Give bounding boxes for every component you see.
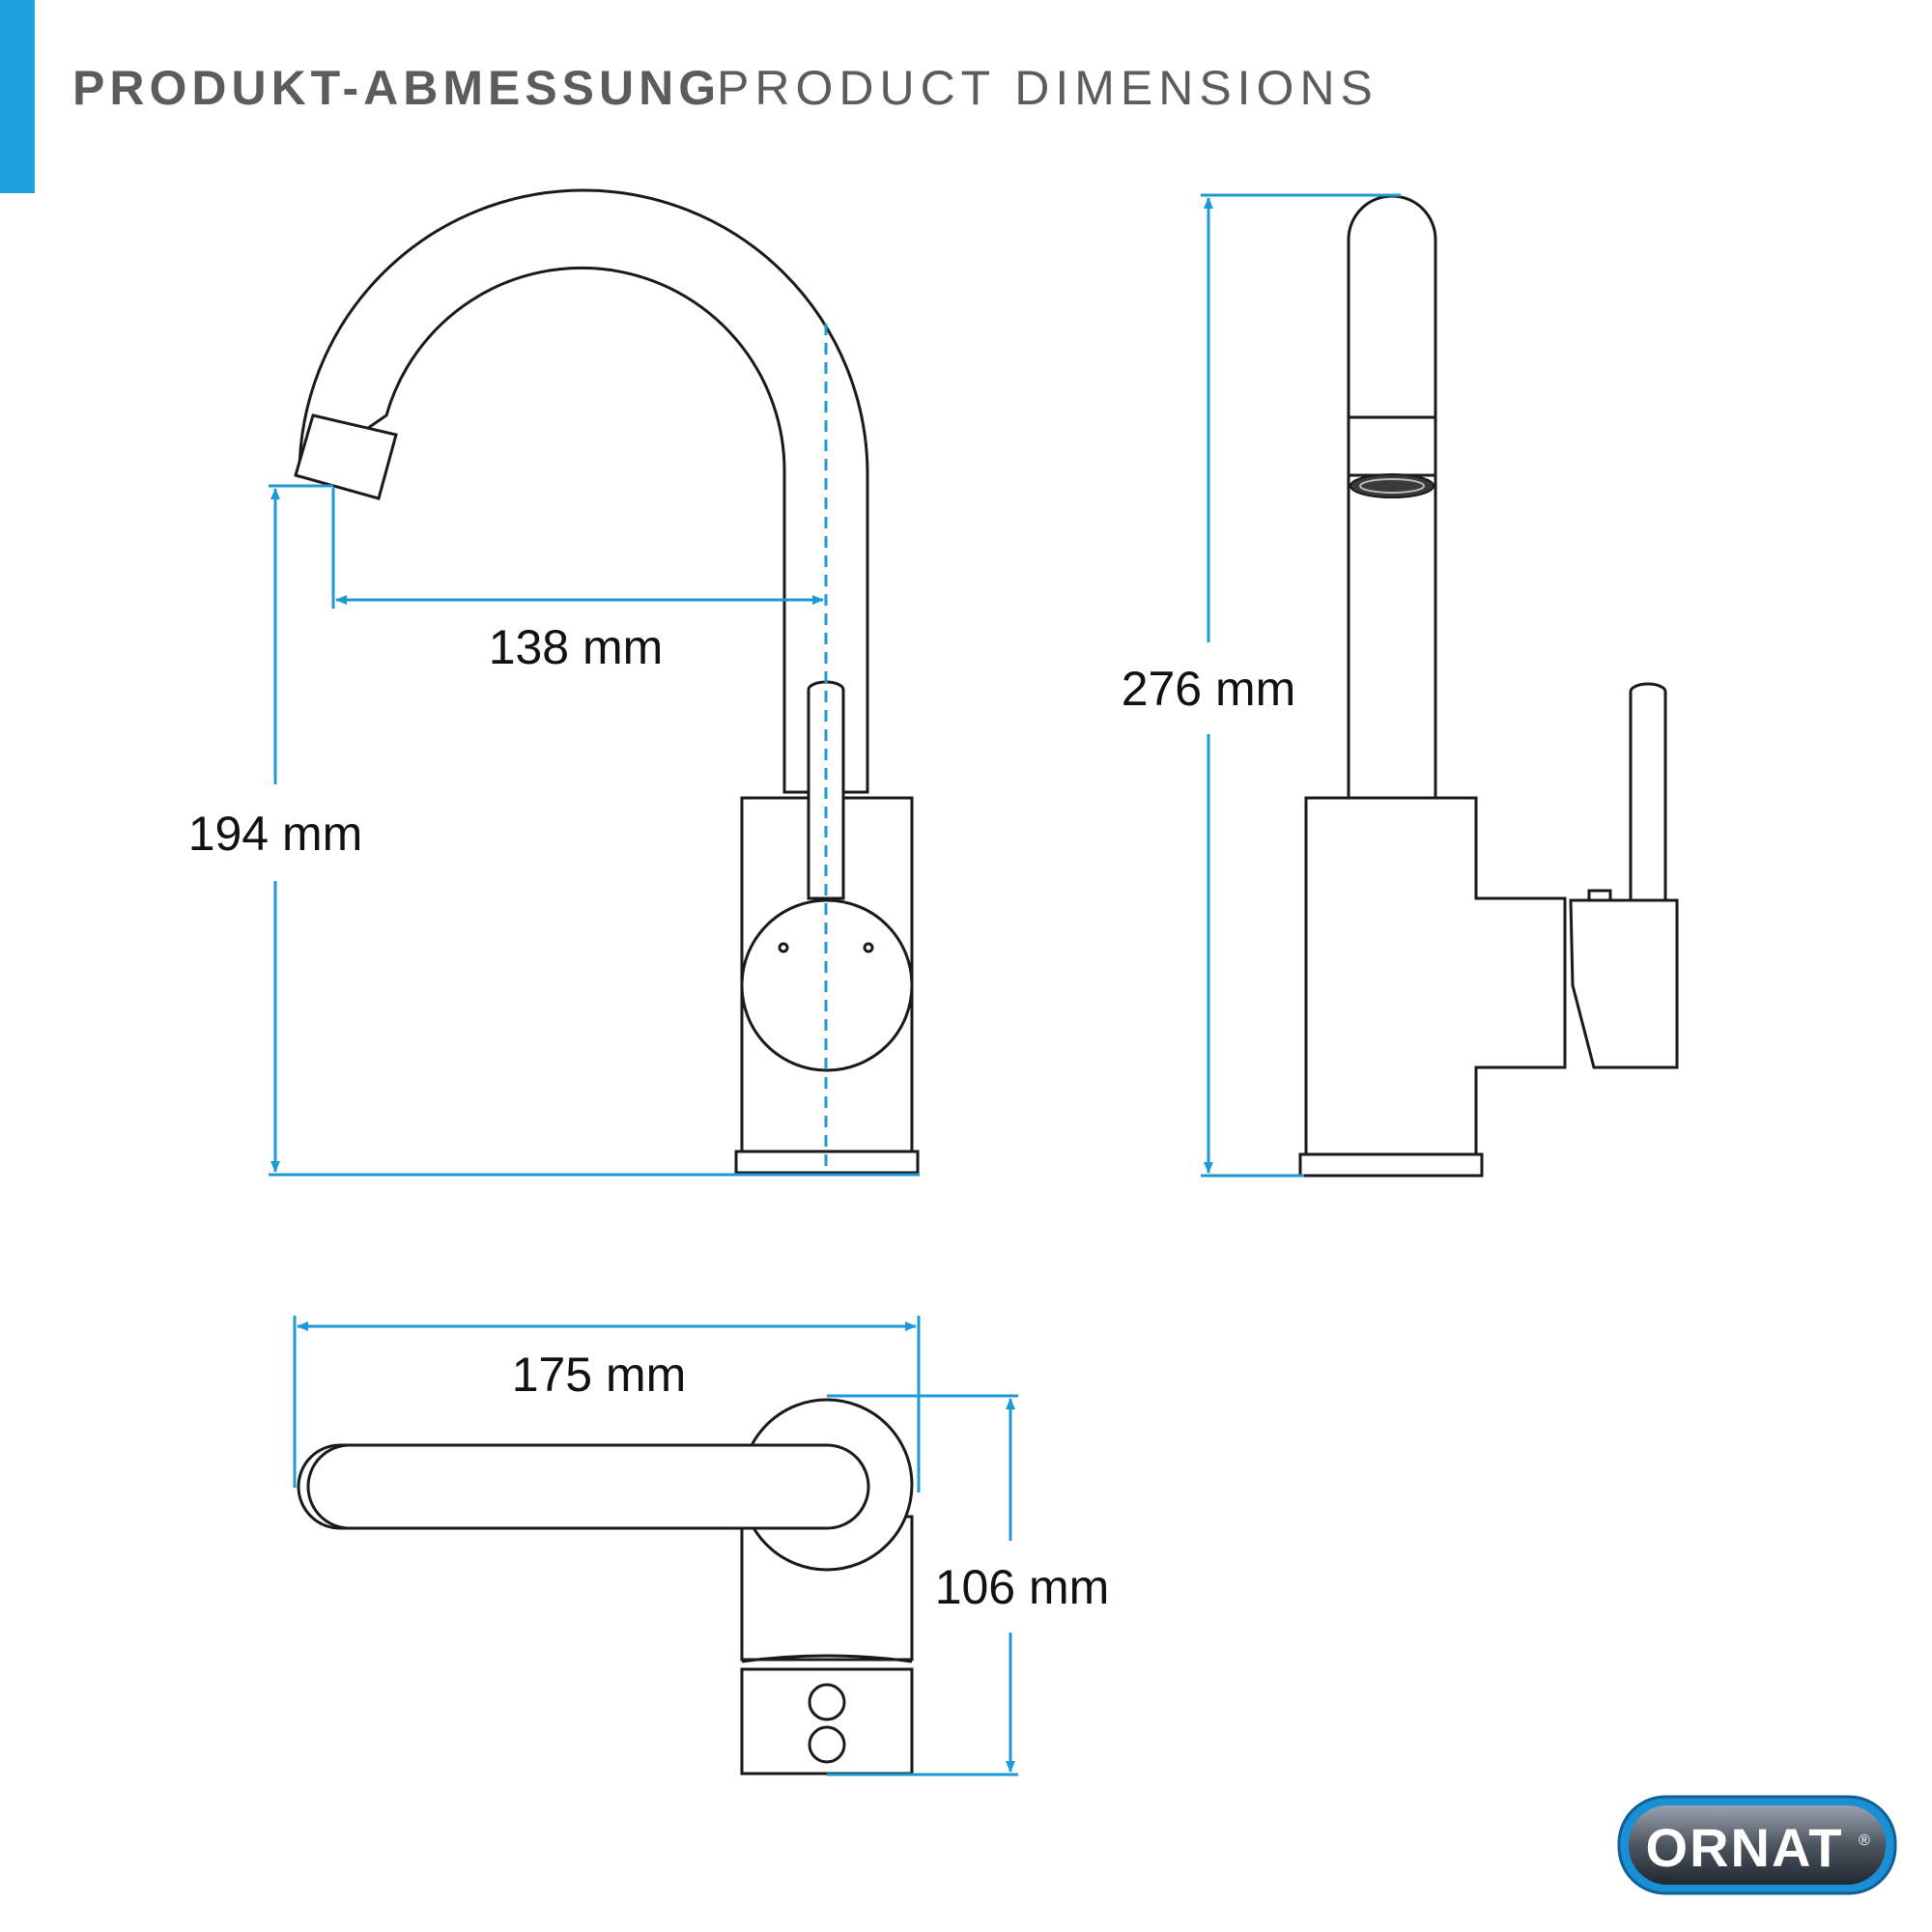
- side-lever-handle: [1569, 898, 1679, 1069]
- side-lever-stem: [1629, 682, 1667, 910]
- top-lever-tip: [306, 1443, 351, 1530]
- front-spout: [298, 188, 869, 794]
- reach-label: 138 mm: [489, 620, 664, 674]
- title-german: PRODUKT-ABMESSUNG: [72, 61, 722, 115]
- top-port-lower: [808, 1725, 846, 1764]
- front-screw-right: [863, 942, 874, 953]
- accent-bar: [0, 0, 35, 193]
- width-label: 106 mm: [935, 1560, 1110, 1614]
- top-view: 175 mm 106 mm: [293, 1316, 1110, 1776]
- total-height-label: 276 mm: [1122, 662, 1296, 716]
- top-cartridge-line: [741, 1654, 913, 1663]
- side-spout: [1347, 194, 1437, 804]
- front-screw-left: [778, 942, 789, 953]
- side-aerator-mesh: [1350, 473, 1435, 498]
- spout-height-label: 194 mm: [188, 807, 363, 861]
- ornat-logo: ORNAT ®: [1617, 1795, 1897, 1895]
- front-aerator: [294, 413, 398, 500]
- top-lever: [297, 1443, 870, 1530]
- logo-registered-mark: ®: [1859, 1833, 1870, 1849]
- depth-label: 175 mm: [512, 1348, 687, 1402]
- logo-text: ORNAT: [1646, 1817, 1844, 1878]
- top-port-upper: [808, 1683, 846, 1721]
- side-base: [1298, 1152, 1484, 1178]
- side-aerator-ring: [1347, 415, 1437, 477]
- side-lever-cap: [1587, 889, 1612, 902]
- side-body: [1304, 796, 1567, 1156]
- side-view: 276 mm: [1122, 193, 1679, 1178]
- side-aerator-mesh-inner: [1359, 478, 1425, 494]
- front-view: 138 mm 194 mm: [188, 188, 920, 1177]
- title-english: PRODUCT DIMENSIONS: [717, 61, 1378, 115]
